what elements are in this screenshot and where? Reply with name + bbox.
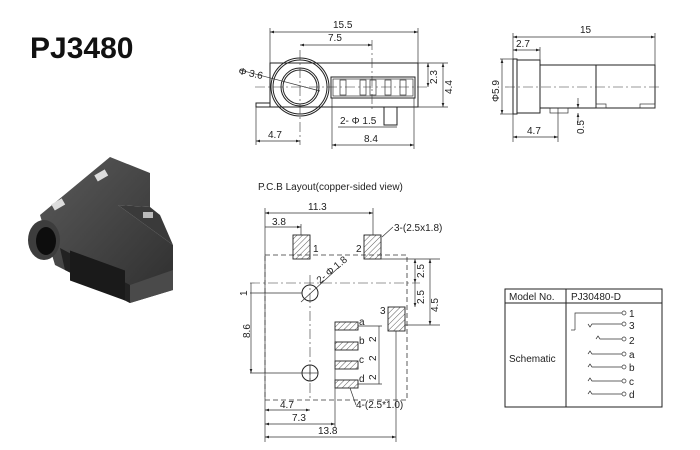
dim-slot-width: 8.4 bbox=[364, 134, 378, 145]
dim-small-pitch: 2 bbox=[368, 374, 379, 380]
dim-hole-x: 4.7 bbox=[280, 400, 294, 411]
dim-pad-span: 11.3 bbox=[308, 202, 327, 213]
small-pads-label: 4-(2.5*1.0) bbox=[356, 400, 403, 411]
dim-standoff: 0.5 bbox=[576, 120, 587, 134]
pad-3 bbox=[387, 306, 406, 332]
front-view-drawing: 15.5 7.5 Φ 3.6 2.3 4.4 2- Φ 1.5 4.7 8.4 bbox=[237, 20, 455, 149]
dim-pad-gap: 2.5 bbox=[416, 264, 427, 278]
pad-1 bbox=[292, 234, 311, 260]
model-number: PJ30480-D bbox=[571, 292, 621, 303]
dim-flange: 2.7 bbox=[516, 39, 530, 50]
pad-number: 1 bbox=[313, 244, 319, 255]
dim-pin-offset: 4.7 bbox=[527, 126, 541, 137]
pad-number: 3 bbox=[380, 306, 386, 317]
product-title: PJ3480 bbox=[30, 32, 133, 65]
pcb-layout-drawing: 1 2 3 a b c d 2 2 2 11.3 3.8 3-(2.5x1.8)… bbox=[239, 202, 442, 442]
model-no-label: Model No. bbox=[509, 292, 555, 303]
pin-label: 2 bbox=[629, 336, 635, 347]
product-photo bbox=[28, 157, 173, 303]
pin-label: 1 bbox=[629, 309, 635, 320]
pin-label: b bbox=[629, 363, 635, 374]
side-view-drawing: 15 2.7 Φ5.9 4.7 0.5 bbox=[491, 25, 662, 142]
dim-height-upper: 2.3 bbox=[429, 70, 440, 84]
pad-letter: a bbox=[359, 317, 365, 328]
dim-left-offset: 4.7 bbox=[268, 130, 282, 141]
schematic-symbol bbox=[571, 310, 627, 397]
dim-height-total: 4.4 bbox=[444, 80, 455, 94]
dim-length: 15 bbox=[580, 25, 592, 36]
dim-pad3-x: 13.8 bbox=[318, 426, 338, 437]
pad-letter: c bbox=[359, 355, 364, 366]
dim-small-pitch: 2 bbox=[368, 336, 379, 342]
pin-label: d bbox=[629, 390, 635, 401]
dim-diameter: Φ5.9 bbox=[491, 80, 502, 102]
pad-number: 2 bbox=[356, 244, 362, 255]
dim-pad-gap: 2.5 bbox=[416, 290, 427, 304]
schematic-label: Schematic bbox=[509, 354, 556, 365]
pin-label: c bbox=[629, 377, 634, 388]
pcb-layout-title: P.C.B Layout(copper-sided view) bbox=[258, 182, 403, 193]
pad-letter: d bbox=[359, 374, 365, 385]
dim-pin-dia: 2- Φ 1.5 bbox=[340, 116, 377, 127]
pad-2 bbox=[363, 234, 382, 260]
pin-label: a bbox=[629, 350, 635, 361]
dim-hole-offset: 1 bbox=[239, 290, 250, 296]
dim-hole-to-pin: 7.5 bbox=[328, 33, 342, 44]
pin-label: 3 bbox=[629, 321, 635, 332]
dim-small-pad-x: 7.3 bbox=[292, 413, 306, 424]
holes-label: 2- Φ 1.8 bbox=[315, 254, 350, 286]
dim-hole-spacing: 8.6 bbox=[242, 324, 253, 338]
dim-jack-dia: Φ 3.6 bbox=[237, 66, 264, 82]
dim-overall-width: 15.5 bbox=[333, 20, 353, 31]
spec-table: Model No. PJ30480-D Schematic 1 3 2 a b … bbox=[504, 288, 663, 408]
pad-letter: b bbox=[359, 336, 365, 347]
dim-pad1-offset: 3.8 bbox=[272, 217, 286, 228]
dim-small-pitch: 2 bbox=[368, 355, 379, 361]
dim-pad-total: 4.5 bbox=[430, 298, 441, 312]
large-pads-label: 3-(2.5x1.8) bbox=[394, 223, 442, 234]
